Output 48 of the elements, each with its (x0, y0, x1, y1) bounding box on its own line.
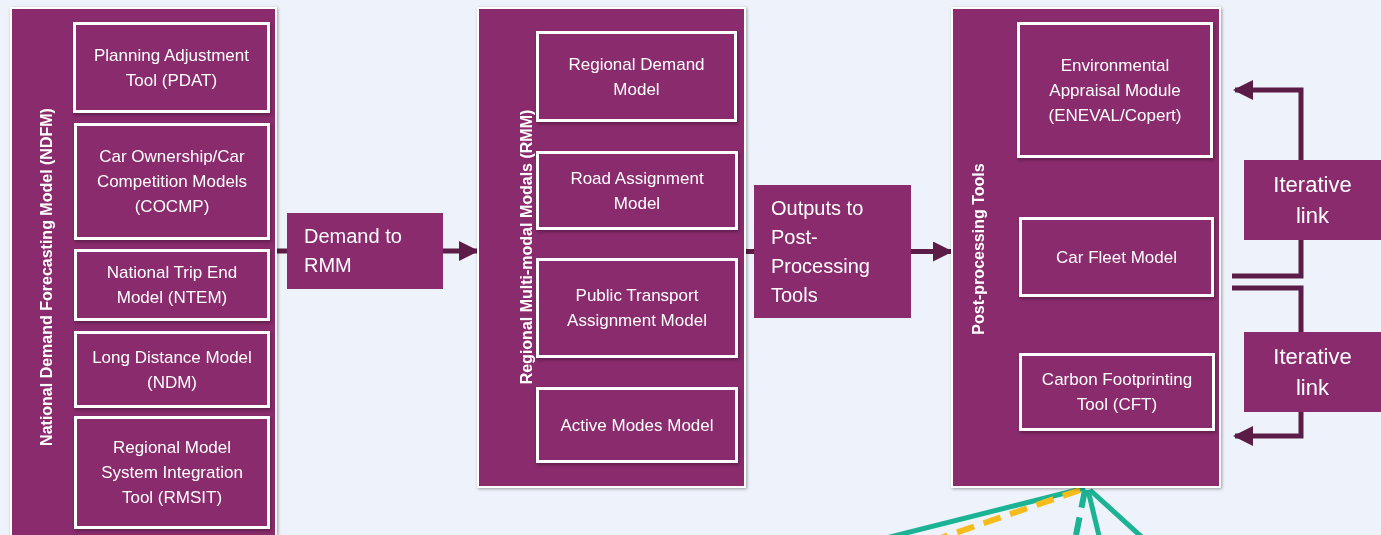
process-box (74, 416, 270, 529)
box-label: Car Ownership/Car Competition Models (COCMP) (95, 146, 249, 218)
box-label: Demand to RMM (303, 224, 403, 278)
box-label: Public Transport Assignment Model (566, 285, 708, 332)
arrow (443, 241, 479, 261)
box-label: Carbon Footprinting Tool (CFT) (1040, 369, 1194, 416)
process-box (1019, 217, 1214, 297)
process-box (1244, 160, 1381, 240)
connector-line (1072, 489, 1088, 535)
vertical-title: Post-processing Tools (969, 163, 988, 335)
process-box (74, 249, 270, 321)
connector-line (746, 249, 754, 254)
group-panel (951, 7, 1221, 488)
box-label: Environmental Appraisal Module (ENEVAL/Copert) (1047, 54, 1183, 127)
vertical-title: National Demand Forecasting Model (NDFM) (37, 108, 56, 446)
process-box (1019, 353, 1215, 431)
box-label: Outputs to Post-Processing Tools (770, 195, 871, 308)
connector-line (277, 248, 287, 254)
box-label: Road Assignment Model (569, 167, 705, 215)
box-label: Regional Model System Integration Tool (RMSIT) (100, 437, 244, 509)
group-panel (477, 7, 746, 488)
connector-line (1232, 240, 1304, 279)
process-box (536, 151, 738, 230)
group-panel (10, 7, 277, 535)
connector-line (1232, 285, 1304, 332)
process-box (754, 185, 911, 318)
process-box (1017, 22, 1213, 158)
connector-line (1085, 489, 1103, 535)
box-label: Iterative link (1272, 343, 1353, 402)
process-box (74, 123, 270, 240)
box-label: Iterative link (1272, 171, 1353, 230)
process-box (73, 22, 270, 113)
process-box (287, 213, 443, 289)
process-box (74, 331, 270, 408)
process-box (1244, 332, 1381, 412)
box-label: Regional Demand Model (567, 53, 706, 101)
arrow (1233, 80, 1304, 160)
process-box (536, 31, 737, 122)
box-label: Car Fleet Model (1055, 246, 1178, 269)
box-label: Active Modes Model (559, 414, 715, 437)
arrow (911, 241, 953, 262)
box-label: National Trip End Model (NTEM) (105, 262, 239, 309)
arrow (1233, 412, 1304, 446)
process-box (536, 387, 738, 463)
box-label: Planning Adjustment Tool (PDAT) (93, 44, 250, 92)
process-box (536, 258, 738, 358)
vertical-title: Regional Multi-modal Modals (RMM) (517, 109, 536, 385)
box-label: Long Distance Model (NDM) (91, 346, 253, 394)
